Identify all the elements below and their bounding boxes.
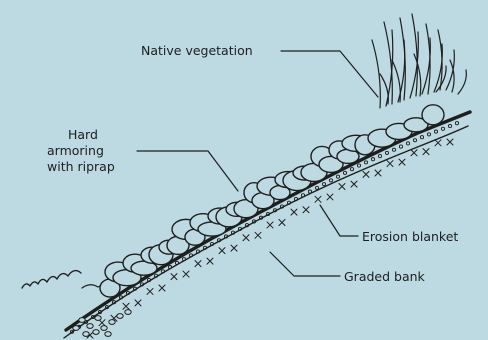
blanket-bead xyxy=(434,130,437,133)
blanket-bead xyxy=(378,154,381,157)
soil-hatch-mark xyxy=(123,303,129,309)
blanket-bead xyxy=(343,171,346,174)
blanket-bead xyxy=(308,190,311,193)
leader-hard-armoring xyxy=(137,151,238,191)
soil-hatch-mark xyxy=(183,271,189,277)
blanket-bead xyxy=(371,158,374,161)
soil-hatch-mark xyxy=(291,209,297,215)
gravel-stone xyxy=(105,332,111,337)
gravel-stone xyxy=(125,310,131,315)
label-hard-armoring-line3: with riprap xyxy=(47,159,115,174)
label-hard-armoring-line2: armoring xyxy=(47,143,104,158)
blanket-bead xyxy=(441,127,444,130)
soil-hatch-mark xyxy=(339,184,345,190)
gravel-stone xyxy=(109,320,115,325)
gravel-stone xyxy=(87,324,93,329)
water-ripple-icon xyxy=(22,271,81,288)
blanket-bead xyxy=(350,168,353,171)
blanket-bead xyxy=(406,142,409,145)
soil-hatch-mark xyxy=(351,181,357,187)
grass-blade xyxy=(372,40,380,108)
label-native-vegetation: Native vegetation xyxy=(141,43,253,58)
grass-blade xyxy=(400,18,405,100)
soil-hatch-mark xyxy=(423,149,429,155)
soil-hatch-mark xyxy=(279,220,285,226)
riprap-rock xyxy=(422,105,444,125)
soil-hatch-mark xyxy=(219,248,225,254)
label-erosion-blanket: Erosion blanket xyxy=(362,229,458,244)
gravel-stone xyxy=(93,330,99,335)
soil-hatch-mark xyxy=(399,159,405,165)
soil-hatch-mark xyxy=(231,245,237,251)
grass-blade xyxy=(438,30,442,90)
gravel-stone xyxy=(79,318,85,323)
blanket-bead xyxy=(315,186,318,189)
soil-hatch-mark xyxy=(375,170,381,176)
gravel-stone xyxy=(117,314,123,319)
blanket-bead xyxy=(413,139,416,142)
blanket-bead xyxy=(385,151,388,154)
soil-hatch-mark xyxy=(327,194,333,200)
grass-blade xyxy=(398,40,405,102)
blanket-bead xyxy=(364,161,367,164)
gravel-stone xyxy=(73,326,79,331)
soil-hatch-mark xyxy=(207,258,213,264)
soil-hatch-mark xyxy=(447,139,453,145)
soil-hatch-mark xyxy=(135,300,141,306)
soil-hatch-mark xyxy=(387,161,393,167)
soil-hatch-mark xyxy=(303,207,309,213)
blanket-bead xyxy=(455,122,458,125)
blanket-bead xyxy=(336,175,339,178)
soil-hatch-mark xyxy=(195,261,201,267)
label-hard-armoring-line1: Hard xyxy=(68,127,98,142)
gravel-stone xyxy=(95,316,101,321)
gravel-stone xyxy=(83,332,89,337)
blanket-bead xyxy=(427,133,430,136)
soil-hatch-mark xyxy=(147,288,153,294)
label-graded-bank: Graded bank xyxy=(344,269,425,284)
blanket-bead xyxy=(399,145,402,148)
soil-hatch-mark xyxy=(435,140,441,146)
soil-hatch-mark xyxy=(171,274,177,280)
leader-native-vegetation xyxy=(281,51,378,97)
gravel-stone xyxy=(101,326,107,331)
soil-hatch-mark xyxy=(315,196,321,202)
soil-hatch-mark xyxy=(255,232,261,238)
leader-graded-bank xyxy=(270,252,340,276)
soil-hatch-mark xyxy=(159,285,165,291)
soil-hatch-mark xyxy=(243,235,249,241)
blanket-bead xyxy=(329,179,332,182)
soil-hatch-mark xyxy=(363,171,369,177)
soil-hatch-mark xyxy=(267,222,273,228)
grass-blade xyxy=(458,70,466,94)
leader-erosion-blanket xyxy=(320,205,358,236)
grass-blade xyxy=(426,24,430,94)
blanket-bead xyxy=(392,148,395,151)
blanket-bead xyxy=(448,124,451,127)
blanket-bead xyxy=(420,136,423,139)
blanket-bead xyxy=(322,183,325,186)
grass-icon xyxy=(372,14,466,108)
grass-blade xyxy=(392,60,400,102)
soil-hatch-mark xyxy=(411,150,417,156)
blanket-bead xyxy=(357,164,360,167)
